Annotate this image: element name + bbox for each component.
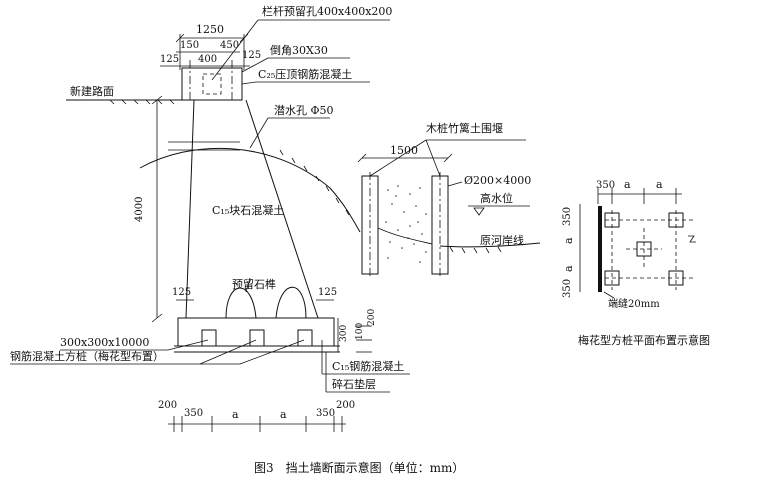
dim-base-h3: 200 [367,309,377,326]
dim-base-h1: 300 [339,325,349,342]
dim-top-right: 450 [220,40,239,51]
label-pile-spec: Ø200×4000 [464,174,531,187]
label-pile-size: 300x300x10000 [60,336,149,349]
dim-plan-side-1: 350 [562,207,573,226]
top-dimensions: 1250 150 450 125 400 125 [160,23,261,70]
label-gap-note: 端缝20mm [608,297,660,310]
base-slab: 300 100 200 [174,309,377,353]
label-tenon: 预留石榫 [232,277,276,291]
cofferdam: 1500 木桩竹篱土围堰 Ø200×4000 高水位 原河岸线 [357,121,531,278]
dim-bot-c: a [232,408,239,421]
top-leaders: 栏杆预留孔400x400x200 倒角30X30 C₂₅压顶钢筋混凝土 [211,4,392,85]
bottom-dimensions: 200 350 a a 350 200 [158,400,355,432]
dim-plan-side-3: a [562,265,575,272]
dim-cofferdam-width: 1500 [390,144,418,157]
label-high-water: 高水位 [480,191,513,205]
dim-plan-top-3: a [656,178,663,191]
dim-toe-left: 125 [172,287,191,298]
dim-bot-e: 350 [316,408,335,419]
label-cofferdam-title: 木桩竹篱土围堰 [426,121,503,135]
dim-top-total: 1250 [196,23,224,36]
plan-view: 350 a a 350 a a 350 端缝20mm 梅花型方桩平面布置示意图 [562,178,710,347]
dim-plan-top-1: 350 [596,180,615,191]
dim-top-mid: 400 [198,54,217,65]
plan-title: 梅花型方桩平面布置示意图 [578,333,710,347]
label-bank: 原河岸线 [480,233,524,247]
dim-bot-f: 200 [336,400,355,411]
label-chamfer: 倒角30X30 [270,44,328,57]
dim-bot-a: 200 [158,400,177,411]
label-railing-hole: 栏杆预留孔400x400x200 [262,4,392,18]
dim-plan-top-2: a [624,178,631,191]
label-base: C₁₅钢筋混凝土 [332,359,404,373]
dim-plan-side-2: a [562,237,575,244]
height-dimension: 4000 [134,95,163,323]
label-cap: C₂₅压顶钢筋混凝土 [258,67,352,81]
label-gravel: 碎石垫层 [332,377,376,391]
base-leaders: 300x300x10000 钢筋混凝土方桩（梅花型布置） C₁₅钢筋混凝土 碎石… [10,336,410,393]
label-drain-hole: 潜水孔 Φ50 [274,103,334,117]
dim-bot-d: a [280,408,287,421]
dim-toe-right: 125 [318,287,337,298]
dim-top-edge-left: 125 [160,54,179,65]
dim-height: 4000 [134,197,145,222]
dim-plan-side-4: 350 [562,279,573,298]
toe-dimensions: 125 125 [172,287,337,301]
stone-tenons: 预留石榫 [225,277,307,319]
figure-caption: 图3 挡土墙断面示意图（单位：mm） [254,460,464,475]
dim-top-edge-right: 125 [242,50,261,61]
label-pile-note: 钢筋混凝土方桩（梅花型布置） [10,349,164,363]
label-wall-body: C₁₅块石混凝土 [212,203,284,217]
dim-top-left: 150 [180,40,199,51]
ground-line [139,147,541,254]
wall-section: 1250 150 450 125 400 125 栏杆预留孔400x400x20… [10,4,541,432]
dim-base-h2: 100 [355,323,365,340]
label-road: 新建路面 [70,84,114,98]
fill-dots [385,185,427,263]
road-surface: 新建路面 [66,84,182,105]
dim-bot-b: 350 [184,408,203,419]
wall-body: 潜水孔 Φ50 C₁₅块石混凝土 [168,99,334,319]
